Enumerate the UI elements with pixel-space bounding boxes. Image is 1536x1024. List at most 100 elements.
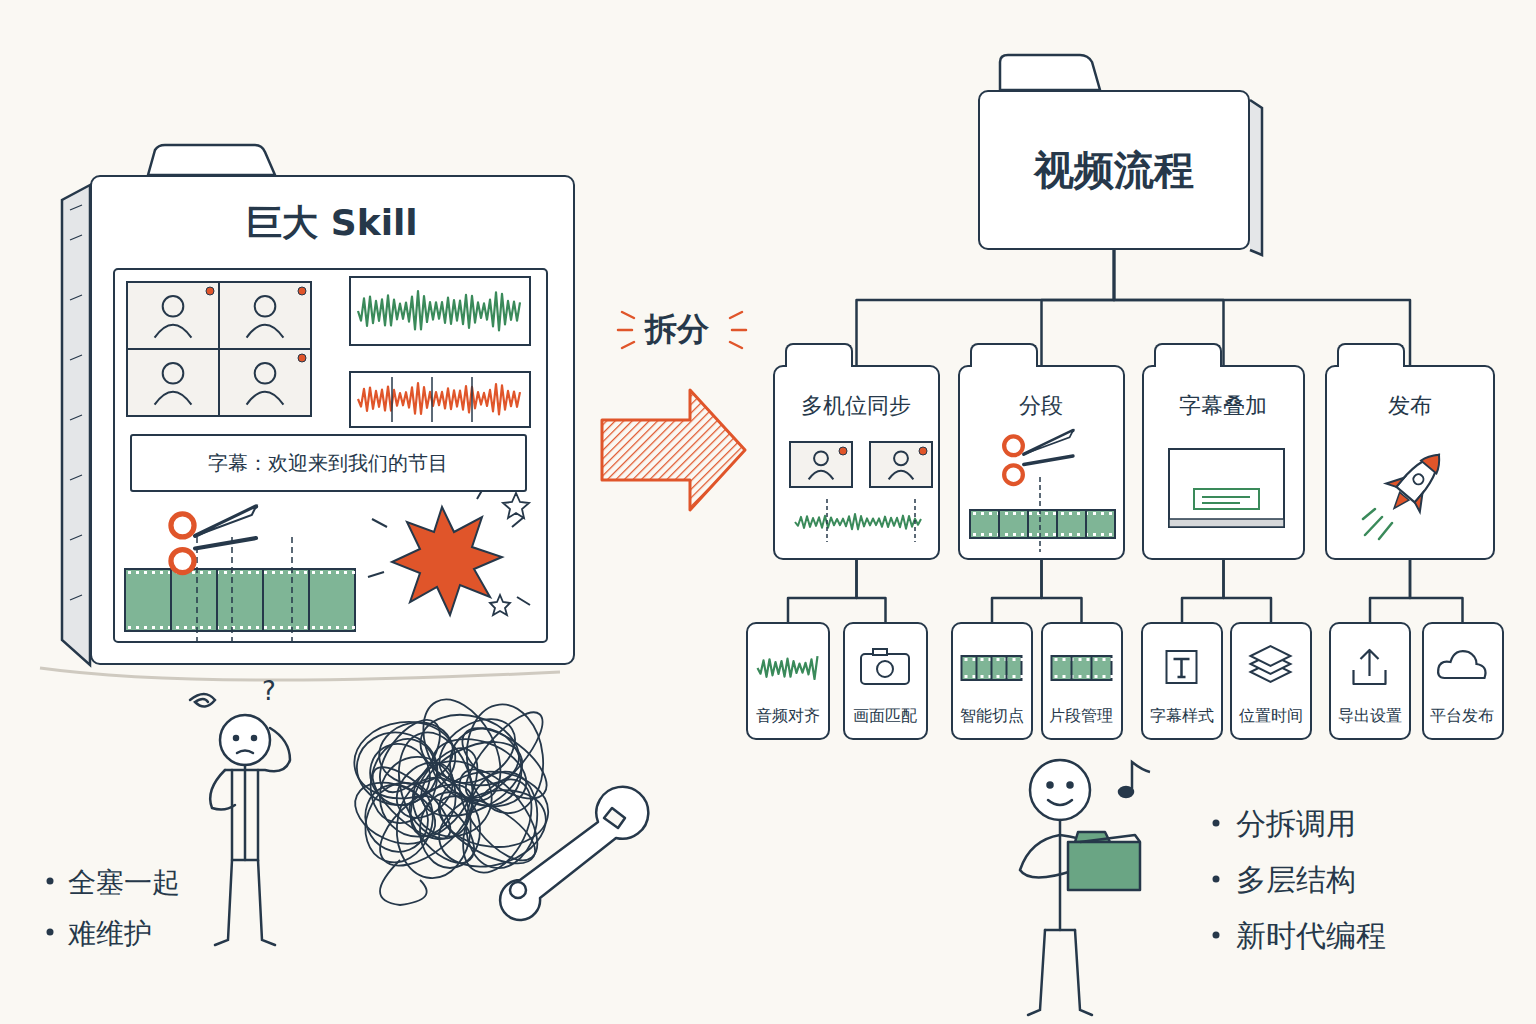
node-label: 多机位同步 xyxy=(801,391,911,421)
tree-connector xyxy=(788,560,857,622)
sync-line xyxy=(826,499,828,542)
scissors xyxy=(171,507,256,573)
rec-dot xyxy=(298,354,306,362)
tree-connector xyxy=(1224,560,1272,622)
screen xyxy=(1169,449,1284,527)
folder-node: 巨大 Skill字幕：欢迎来到我们的节目 xyxy=(90,175,575,665)
person-icon xyxy=(255,363,276,384)
burst-lines xyxy=(368,487,530,605)
film-hole xyxy=(256,571,259,574)
scribble-loop xyxy=(406,754,499,844)
music-note xyxy=(1119,762,1150,797)
folder-node: 发布 xyxy=(1325,365,1495,560)
film-frame xyxy=(262,569,264,631)
bullet-text: 全塞一起 xyxy=(68,864,180,902)
film-hole xyxy=(144,626,147,629)
film-hole xyxy=(240,571,243,574)
icon-stroke xyxy=(1251,646,1291,666)
film-hole xyxy=(1013,658,1016,661)
explosion xyxy=(392,507,502,615)
film-hole xyxy=(1021,533,1024,536)
film-hole xyxy=(192,626,195,629)
bullet-text: 难维护 xyxy=(68,915,152,953)
film-hole xyxy=(1053,512,1056,515)
film-strip xyxy=(962,656,1022,680)
camera-view xyxy=(127,349,219,416)
film-hole xyxy=(1021,658,1024,661)
film-frame xyxy=(1090,656,1092,680)
film-hole xyxy=(1061,533,1064,536)
leaf-card: 画面匹配 xyxy=(843,622,928,740)
scribble-loop xyxy=(345,771,445,856)
film-hole xyxy=(312,626,315,629)
camera-view xyxy=(219,349,311,416)
person-icon xyxy=(889,471,914,480)
film-hole xyxy=(965,675,968,678)
film-hole xyxy=(1029,512,1032,515)
film-hole xyxy=(248,626,251,629)
person-icon xyxy=(255,296,276,317)
cut-marker xyxy=(471,377,473,422)
film-hole xyxy=(973,533,976,536)
folder-side xyxy=(1250,100,1262,255)
film-hole xyxy=(1054,675,1057,678)
film-hole xyxy=(1013,533,1016,536)
scribble-loop xyxy=(366,769,486,880)
scribble-loop xyxy=(397,737,491,847)
cut-line xyxy=(291,537,293,642)
film-hole xyxy=(248,571,251,574)
waveform xyxy=(758,656,818,679)
film-hole xyxy=(981,512,984,515)
scribble-loop xyxy=(445,757,552,874)
scribble-loop xyxy=(429,783,546,877)
film-hole xyxy=(973,658,976,661)
film-hole xyxy=(1117,512,1120,515)
film-hole xyxy=(296,571,299,574)
person-icon xyxy=(163,296,184,317)
wrench xyxy=(500,787,648,920)
film-hole xyxy=(208,571,211,574)
film-hole xyxy=(160,626,163,629)
film-hole xyxy=(264,571,267,574)
film-hole xyxy=(1069,533,1072,536)
folder-tab xyxy=(1000,55,1100,90)
film-frame xyxy=(170,569,172,631)
film-hole xyxy=(136,571,139,574)
film-hole xyxy=(304,626,307,629)
film-hole xyxy=(352,626,355,629)
cut-marker xyxy=(431,377,433,422)
icon-stroke xyxy=(1421,448,1447,473)
bullet-text: 分拆调用 xyxy=(1236,804,1356,845)
tree-connector xyxy=(1182,560,1224,622)
film-strip xyxy=(1051,656,1111,680)
icon-stroke xyxy=(1354,650,1386,684)
film-hole xyxy=(1021,512,1024,515)
film-hole xyxy=(1078,675,1081,678)
question-mark: ? xyxy=(262,676,276,706)
scribble-loop xyxy=(350,716,460,804)
film-hole xyxy=(256,626,259,629)
leaf-card: 片段管理 xyxy=(1041,622,1123,740)
rec-dot xyxy=(298,287,306,295)
person-icon xyxy=(155,325,192,338)
node-label: 巨大 Skill xyxy=(246,199,417,248)
person-icon xyxy=(155,392,192,405)
subtitle-bar xyxy=(1194,489,1259,509)
film-hole xyxy=(352,571,355,574)
leaf-card: 平台发布 xyxy=(1422,622,1504,740)
node-illustration xyxy=(92,177,573,663)
film-hole xyxy=(296,626,299,629)
film-hole xyxy=(1117,533,1120,536)
film-hole xyxy=(200,626,203,629)
tree-connector xyxy=(857,560,886,622)
scissors xyxy=(1004,431,1073,485)
audio-panel xyxy=(350,277,530,345)
film-hole xyxy=(288,626,291,629)
film-hole xyxy=(1045,512,1048,515)
film-hole xyxy=(328,626,331,629)
film-hole xyxy=(1061,512,1064,515)
film-hole xyxy=(1078,658,1081,661)
person-icon xyxy=(247,392,284,405)
film-hole xyxy=(1110,658,1113,661)
film-hole xyxy=(1062,658,1065,661)
